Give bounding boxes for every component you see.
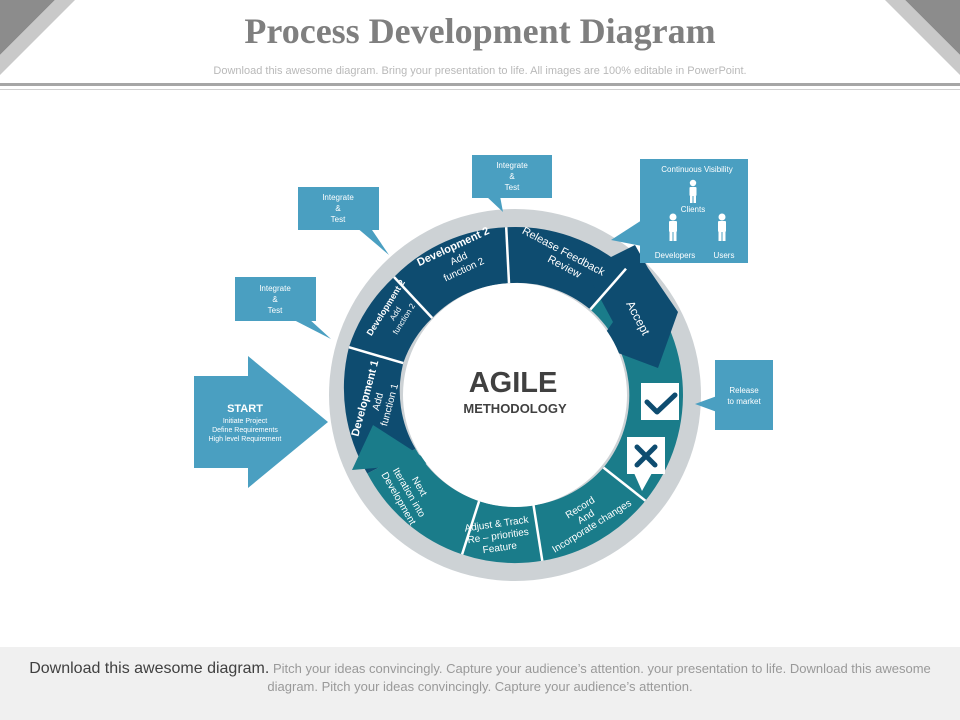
footer-body: Pitch your ideas convincingly. Capture y…	[267, 661, 931, 694]
corner-decoration-left	[0, 0, 75, 75]
person-icon	[689, 179, 697, 203]
next-iteration-arrow	[352, 425, 432, 470]
segment-dividers	[348, 227, 647, 561]
check-icon[interactable]	[641, 383, 679, 420]
center-subtitle: METHODOLOGY	[463, 401, 567, 416]
callout-3-line-2: &	[509, 172, 515, 181]
segment-next-iteration[interactable]	[367, 448, 480, 555]
footer-band	[0, 647, 960, 720]
footer-lead: Download this awesome diagram.	[29, 660, 270, 677]
callout-1-line-2: &	[272, 295, 278, 304]
start-line-2: Define Requirements	[212, 427, 278, 434]
callout-integrate-test-2: Integrate & Test	[298, 187, 389, 255]
visibility-users: Users	[714, 251, 735, 260]
cross-icon[interactable]	[627, 437, 665, 491]
start-line-3: High level Requirement	[209, 436, 282, 443]
visibility-clients: Clients	[681, 205, 705, 214]
cycle-center	[403, 283, 627, 507]
callout-2-line-2: &	[335, 204, 341, 213]
page-subtitle: Download this awesome diagram. Bring you…	[213, 65, 747, 77]
callout-1-line-1: Integrate	[259, 284, 291, 293]
callout-continuous-visibility: Continuous Visibility Clients Develope	[611, 159, 748, 263]
segment-adjust-track[interactable]	[462, 501, 543, 564]
start-line-1: Initiate Project	[223, 418, 267, 425]
visibility-developers: Developers	[655, 251, 695, 260]
person-icon	[669, 213, 677, 241]
person-icon	[718, 213, 726, 241]
release-line-1: Release	[729, 386, 759, 395]
header-rule-thin	[0, 89, 960, 90]
callout-release-to-market: Release to market	[695, 360, 773, 430]
start-title: START	[227, 403, 263, 415]
header-rule	[0, 83, 960, 86]
callout-integrate-test-1: Integrate & Test	[235, 277, 331, 339]
callout-integrate-test-3: Integrate & Test	[472, 155, 552, 212]
callout-3-line-3: Test	[505, 183, 520, 192]
center-title: AGILE	[469, 367, 558, 399]
corner-decoration-right	[885, 0, 960, 75]
release-line-2: to market	[727, 397, 761, 406]
adjust-line-3: Feature	[482, 540, 518, 556]
callout-2-line-1: Integrate	[322, 193, 354, 202]
dev1-line-2: Add	[371, 392, 386, 412]
callout-1-line-3: Test	[268, 306, 283, 315]
visibility-title: Continuous Visibility	[661, 165, 732, 174]
segment-development-2-left[interactable]	[348, 277, 433, 364]
start-arrow[interactable]	[194, 356, 328, 488]
segment-development-2-top[interactable]	[394, 227, 509, 318]
callout-2-line-3: Test	[331, 215, 346, 224]
callout-3-line-1: Integrate	[496, 161, 528, 170]
page-title: Process Development Diagram	[244, 11, 716, 51]
footer-text: Download this awesome diagram. Pitch you…	[20, 660, 940, 696]
segment-record[interactable]	[533, 467, 646, 561]
